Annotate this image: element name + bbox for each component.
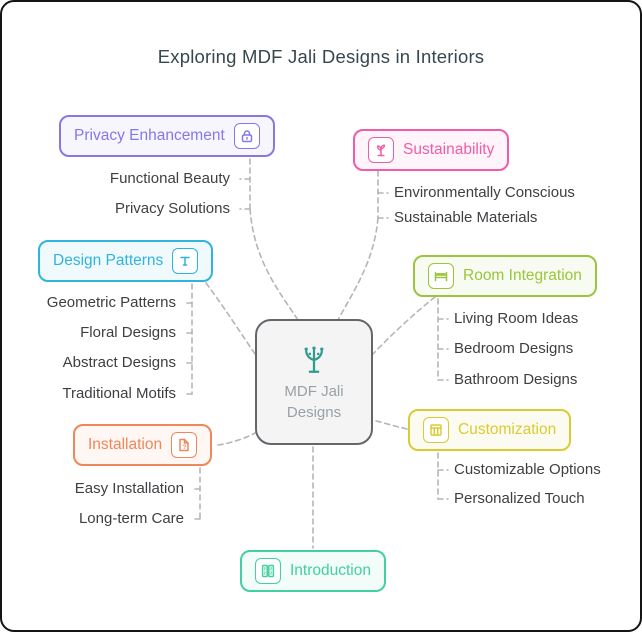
branch-installation: Installation ?: [73, 424, 213, 466]
branch-sustainability-label: Sustainability: [403, 141, 495, 158]
child-bathroom-designs: Bathroom Designs: [454, 371, 578, 388]
child-geometric-patterns: Geometric Patterns: [46, 294, 176, 311]
document-question-icon: ?: [171, 432, 198, 458]
child-personalized-touch: Personalized Touch: [454, 490, 585, 507]
child-traditional-motifs: Traditional Motifs: [62, 385, 176, 402]
branch-design-patterns: Design Patterns: [38, 240, 214, 282]
child-living-room-ideas: Living Room Ideas: [454, 310, 579, 327]
child-long-term-care: Long-term Care: [78, 510, 184, 527]
branch-room-integration: Room Integration: [413, 255, 597, 297]
child-sustainable-materials: Sustainable Materials: [394, 209, 538, 226]
branch-design-patterns-label: Design Patterns: [53, 252, 164, 269]
center-label: MDF Jali Designs: [284, 383, 344, 421]
child-functional-beauty: Functional Beauty: [109, 170, 230, 187]
svg-text:?: ?: [183, 444, 187, 451]
branch-introduction: Introduction: [240, 550, 386, 592]
child-customizable-options: Customizable Options: [454, 461, 601, 478]
child-environmentally-conscious: Environmentally Conscious: [394, 184, 575, 201]
branch-sustainability: Sustainability: [353, 129, 510, 171]
child-easy-installation: Easy Installation: [74, 480, 184, 497]
child-abstract-designs: Abstract Designs: [62, 354, 176, 371]
plant-icon: [368, 137, 394, 163]
child-floral-designs: Floral Designs: [80, 324, 176, 341]
branch-introduction-label: Introduction: [290, 562, 371, 579]
center-node-mdf-jali-designs: MDF Jali Designs: [255, 319, 373, 445]
branch-customization-label: Customization: [458, 421, 557, 438]
window-icon: [423, 417, 449, 443]
branch-installation-label: Installation: [88, 436, 163, 453]
page-title: Exploring MDF Jali Designs in Interiors: [157, 46, 485, 67]
branch-privacy-enhancement: Privacy Enhancement: [59, 115, 275, 157]
child-privacy-solutions: Privacy Solutions: [114, 200, 230, 217]
tree-icon: [296, 341, 332, 377]
branch-privacy-label: Privacy Enhancement: [74, 127, 225, 144]
lock-icon: [233, 123, 260, 149]
text-style-icon: [172, 248, 199, 274]
bed-icon: [428, 263, 454, 289]
branch-room-integration-label: Room Integration: [463, 267, 582, 284]
branch-customization: Customization: [408, 409, 572, 451]
child-bedroom-designs: Bedroom Designs: [454, 340, 574, 357]
jali-panel-icon: [255, 558, 281, 584]
